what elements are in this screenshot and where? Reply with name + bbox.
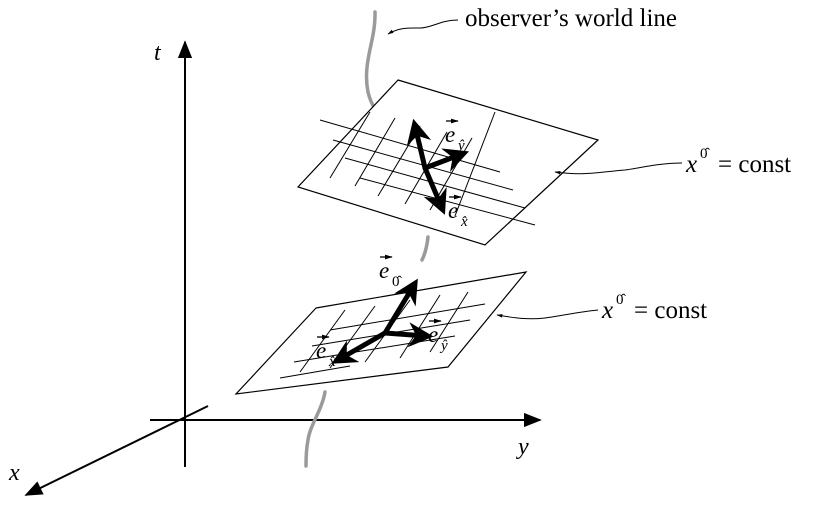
leader-lines [387,19,683,320]
upper-slice-leader [554,162,683,175]
x-axis-label: x [8,460,20,486]
lower-ex-label: e x̂ [316,334,336,370]
lower-ex-base: e [316,338,326,363]
upper-ex-base: e [448,198,458,223]
lower-ex-arrow [331,330,388,364]
upper-ey-arrow [422,148,470,172]
lower-slice-leader [496,309,599,320]
lower-ey-sub: ŷ [439,338,448,354]
lower-e0-base: e [379,258,389,283]
observer-world-line [304,10,430,468]
lower-ex-sub: x̂ [328,354,336,370]
y-axis-label: y [516,434,529,460]
lower-slice-label-lhs: x [601,297,613,324]
lower-ey-label: e ŷ [428,318,448,354]
lower-e0-sub: 0̂ [392,274,403,290]
upper-slice-label-sup: 0̂ [700,146,711,162]
coordinate-axes [24,40,542,496]
upper-slice-label: x 0̂ = const [685,146,791,178]
lower-slice-label-rhs: = const [634,297,707,324]
lower-triad [331,278,434,364]
world-line-label: observer’s world line [465,5,677,32]
world-line-bottom-segment [304,390,327,468]
upper-ex-label: e x̂ [448,194,468,230]
upper-ex-arrow [422,165,447,215]
upper-slice-label-lhs: x [685,151,697,178]
upper-e0-arrow [406,118,432,171]
lower-slice-label-sup: 0̂ [616,292,627,308]
world-line-leader [387,19,459,35]
lower-ey-arrow [382,322,434,348]
lower-e0-label: e 0̂ [379,254,403,290]
upper-ey-label: e ŷ [445,118,465,154]
lower-e0-arrow [382,278,418,336]
upper-slice [296,79,600,246]
upper-ey-sub: ŷ [456,138,465,154]
upper-ex-sub: x̂ [460,214,468,230]
lower-slice [234,271,528,395]
upper-ey-base: e [445,122,455,147]
lower-ey-base: e [428,322,438,347]
upper-slice-label-rhs: = const [718,151,791,178]
t-axis-label: t [154,40,162,66]
world-line-middle-segment [420,235,430,262]
lower-slice-label: x 0̂ = const [601,292,707,324]
x-axis [24,405,209,496]
upper-triad [406,118,470,215]
